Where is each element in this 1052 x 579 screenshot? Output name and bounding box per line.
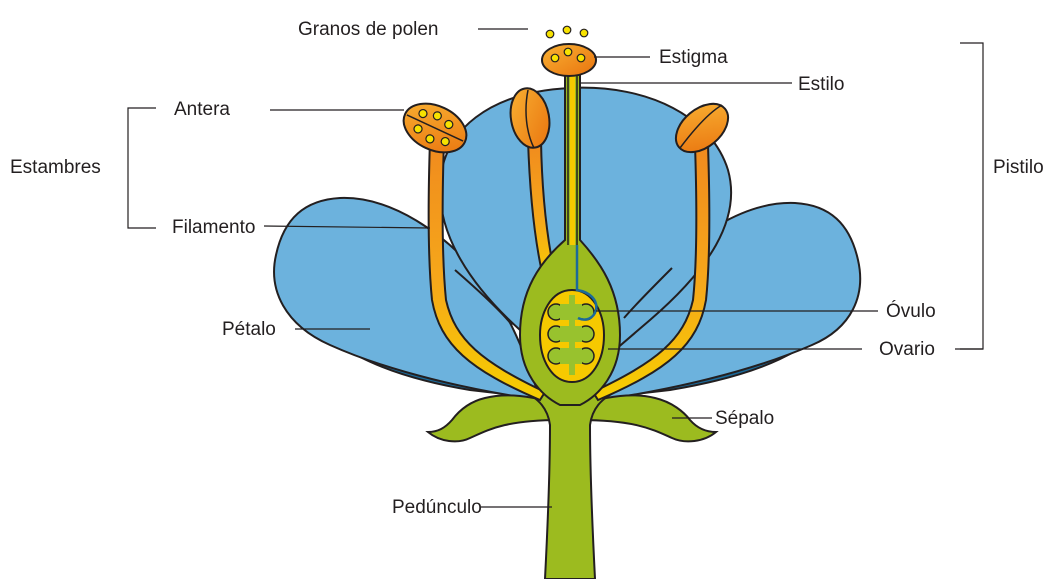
label-petalo: Pétalo bbox=[222, 319, 276, 340]
label-filamento: Filamento bbox=[172, 217, 255, 238]
bracket-estambres bbox=[128, 108, 156, 228]
label-estilo: Estilo bbox=[798, 74, 844, 95]
style-core bbox=[570, 62, 575, 245]
label-granos-de-polen: Granos de polen bbox=[298, 19, 439, 40]
label-estigma: Estigma bbox=[659, 47, 728, 68]
label-antera: Antera bbox=[174, 99, 230, 120]
label-ovulo: Óvulo bbox=[886, 300, 936, 322]
pollen-grains bbox=[546, 26, 588, 38]
label-estambres: Estambres bbox=[10, 157, 101, 178]
bracket-pistilo bbox=[960, 43, 983, 349]
label-sepalo: Sépalo bbox=[715, 408, 774, 429]
label-pistilo: Pistilo bbox=[993, 157, 1044, 178]
label-pedunculo: Pedúnculo bbox=[392, 497, 482, 518]
label-ovario: Ovario bbox=[879, 339, 935, 360]
ovules bbox=[548, 295, 594, 375]
